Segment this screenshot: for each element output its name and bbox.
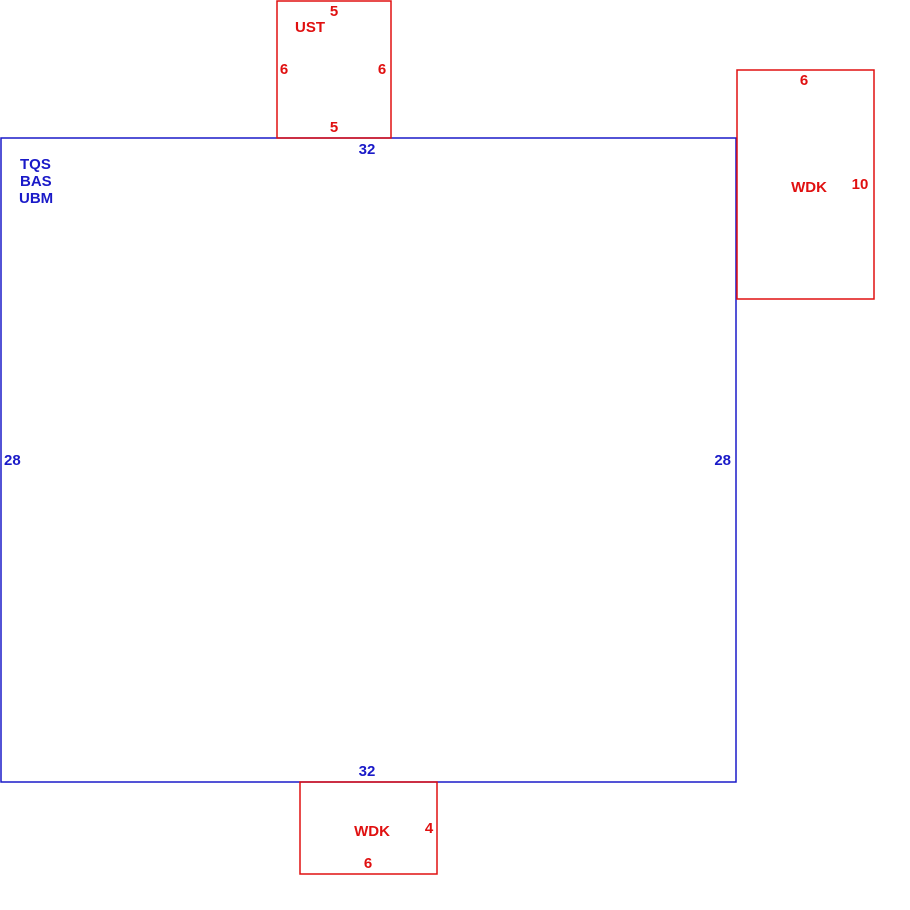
ust-area-right-dimension: 6 xyxy=(378,61,386,78)
ust-area-left-dimension: 6 xyxy=(280,61,288,78)
wdk-bottom-area-outline[interactable] xyxy=(299,781,438,875)
main-area-label-3: UBM xyxy=(19,190,53,207)
wdk-bottom-area-label: WDK xyxy=(354,823,390,840)
wdk-right-area: WDK 6 10 xyxy=(736,69,875,300)
wdk-bottom-area: WDK 4 6 xyxy=(299,781,438,875)
main-area-left-dimension: 28 xyxy=(4,452,21,469)
wdk-bottom-area-right-dimension: 4 xyxy=(425,820,434,837)
main-area-outline[interactable] xyxy=(0,137,737,783)
ust-area: UST 5 5 6 6 xyxy=(276,0,392,139)
wdk-right-area-right-dimension: 10 xyxy=(852,176,869,193)
main-area: TQS BAS UBM 32 32 28 28 xyxy=(0,137,737,783)
wdk-right-area-label: WDK xyxy=(791,179,827,196)
ust-area-bottom-dimension: 5 xyxy=(330,119,338,136)
wdk-right-area-outline[interactable] xyxy=(736,69,875,300)
ust-area-top-dimension: 5 xyxy=(330,3,338,20)
wdk-right-area-top-dimension: 6 xyxy=(800,72,808,89)
main-area-label-1: TQS xyxy=(20,156,51,173)
main-area-label-2: BAS xyxy=(20,173,52,190)
wdk-bottom-area-bottom-dimension: 6 xyxy=(364,855,372,872)
ust-area-outline[interactable] xyxy=(276,0,392,139)
main-area-top-dimension: 32 xyxy=(359,141,376,158)
main-area-bottom-dimension: 32 xyxy=(359,763,376,780)
ust-area-label: UST xyxy=(295,19,325,36)
main-area-right-dimension: 28 xyxy=(714,452,731,469)
